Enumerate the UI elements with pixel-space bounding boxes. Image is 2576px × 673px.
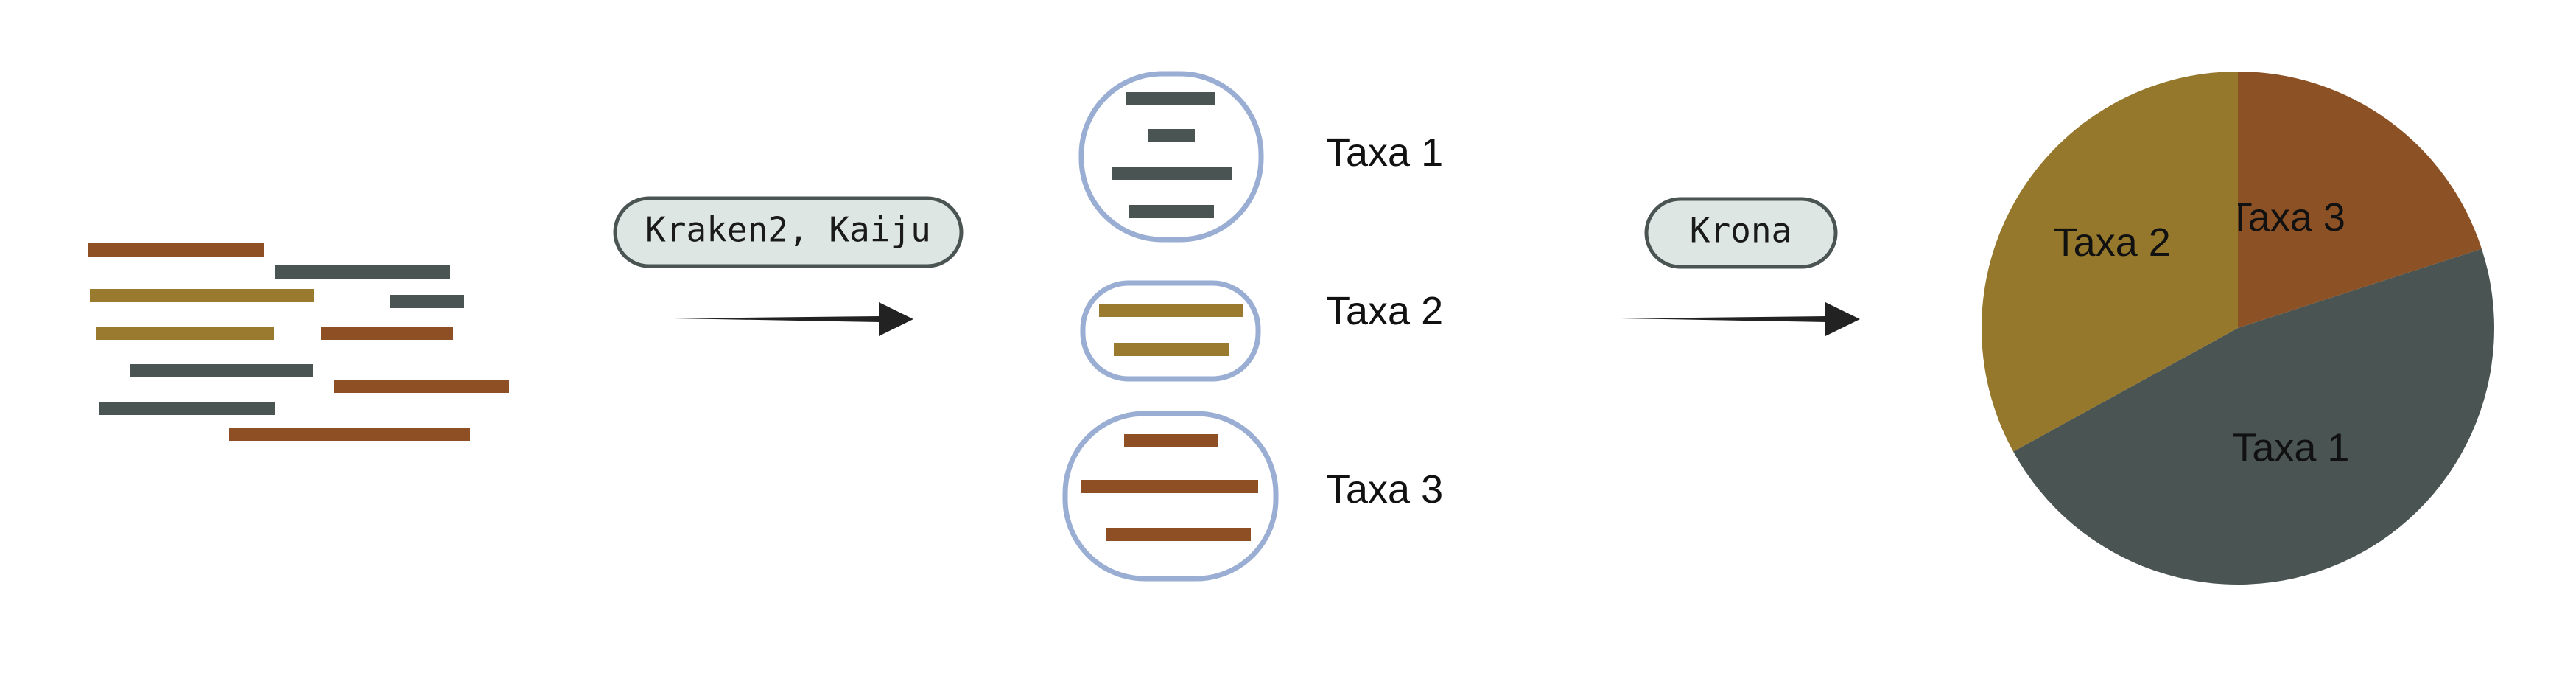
read-bar	[130, 364, 313, 377]
arrow-head	[1825, 302, 1860, 336]
raw-reads	[88, 243, 509, 441]
pie-label-taxa-3: Taxa 3	[2228, 195, 2345, 240]
classifier-tool-badge: Kraken2, Kaiju	[613, 196, 964, 268]
read-bar	[1148, 129, 1195, 142]
read-bar	[1124, 434, 1218, 447]
read-bar	[1099, 304, 1243, 317]
cluster-outline	[1078, 71, 1264, 243]
read-bar	[1106, 528, 1251, 541]
taxa-cluster-1-label: Taxa 1	[1326, 130, 1443, 175]
pie-slice-taxa-3	[2238, 72, 2482, 328]
cluster-outline	[1062, 411, 1279, 582]
read-bar	[99, 402, 275, 415]
classification-arrow	[674, 302, 913, 336]
classifier-tool-label: Kraken2, Kaiju	[645, 210, 931, 250]
visualization-arrow	[1621, 302, 1860, 336]
taxa-pie-chart: Taxa 3 Taxa 1 Taxa 2	[1982, 72, 2495, 585]
arrow-head	[879, 302, 913, 336]
read-bar	[1114, 343, 1229, 356]
read-bar	[1129, 205, 1214, 218]
read-bar	[96, 327, 274, 340]
taxa-cluster-1	[1078, 71, 1264, 243]
pie-slice-taxa-2	[1982, 72, 2238, 452]
visualizer-tool-badge: Krona	[1644, 197, 1838, 269]
cluster-outline	[1080, 280, 1261, 382]
read-bar	[390, 295, 464, 308]
read-bar	[1112, 167, 1232, 180]
read-bar	[90, 289, 314, 302]
read-bar	[1126, 92, 1215, 105]
read-bar	[334, 380, 509, 393]
pie-slice-taxa-1	[2013, 248, 2495, 585]
taxa-cluster-2-label: Taxa 2	[1326, 289, 1443, 333]
pie-label-taxa-1: Taxa 1	[2232, 425, 2349, 470]
read-bar	[321, 327, 453, 340]
read-bar	[1081, 480, 1258, 493]
read-bar	[88, 243, 264, 257]
visualizer-tool-label: Krona	[1690, 211, 1791, 251]
read-bar	[275, 265, 450, 279]
taxa-cluster-3-label: Taxa 3	[1326, 467, 1443, 512]
read-bar	[229, 428, 470, 441]
taxa-cluster-3	[1062, 411, 1279, 582]
taxa-cluster-2	[1080, 280, 1261, 382]
pie-label-taxa-2: Taxa 2	[2054, 220, 2171, 265]
arrow-shaft	[674, 316, 880, 322]
arrow-shaft	[1621, 316, 1827, 322]
